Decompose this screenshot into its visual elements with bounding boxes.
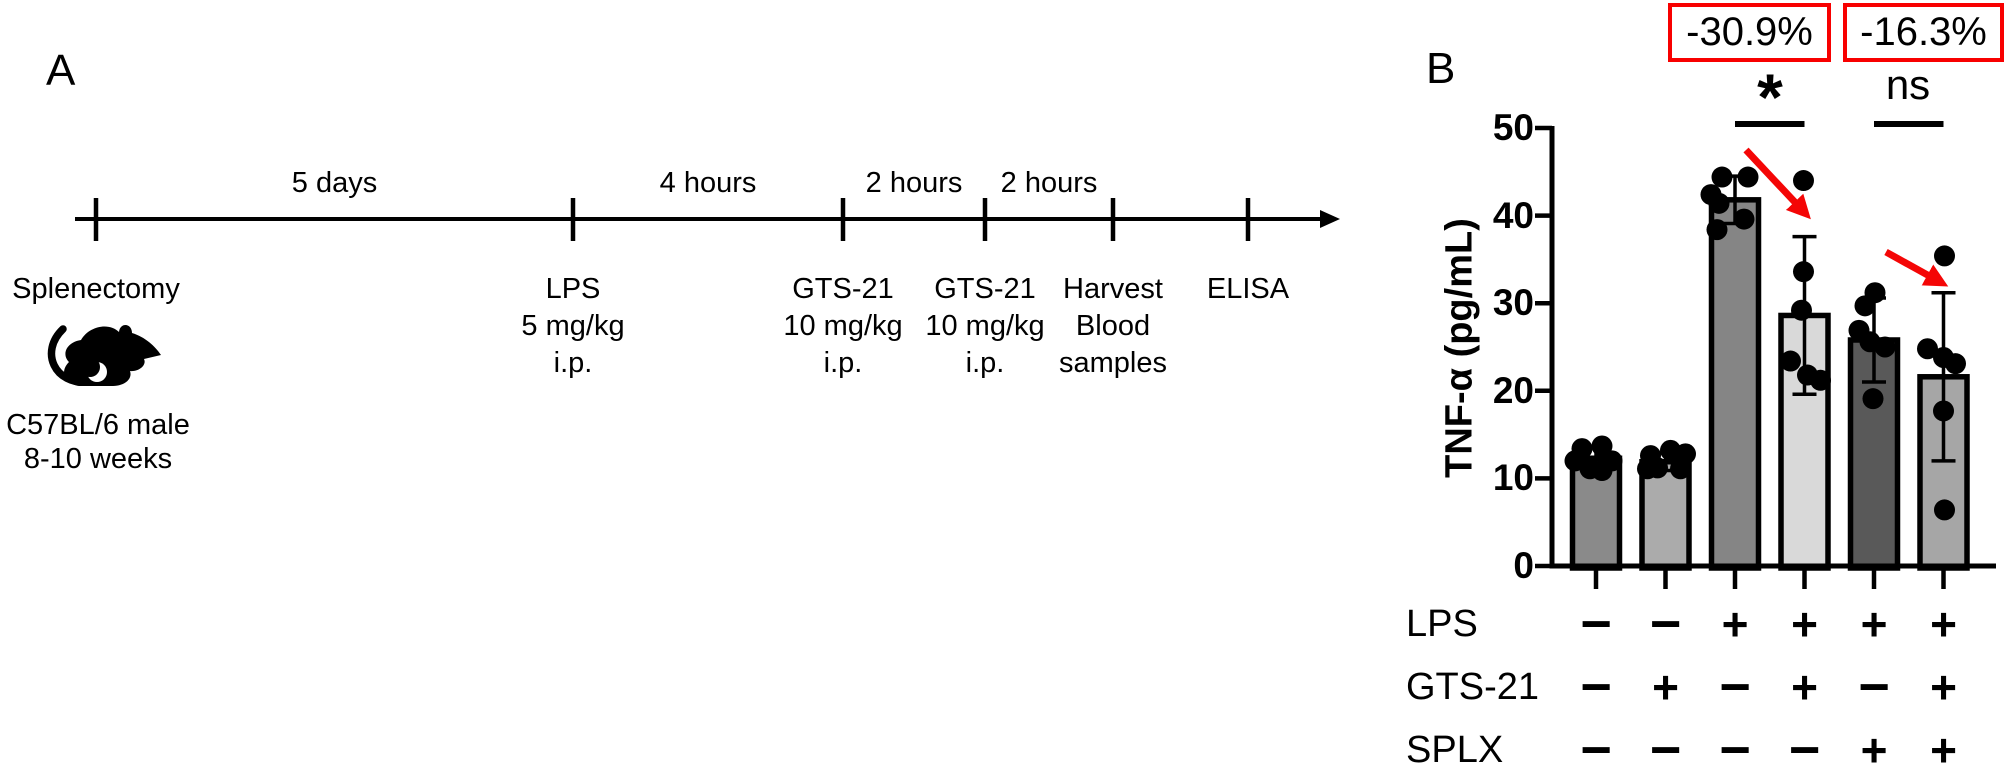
data-point-dot	[1708, 192, 1730, 214]
timeline-event-line: 5 mg/kg	[521, 310, 625, 342]
data-point-dot	[1793, 261, 1814, 283]
timeline-event-label-4: GTS-21 10 mg/kg i.p.	[925, 271, 1044, 382]
condition-symbol-gts-21-4: +	[1791, 661, 1818, 713]
timeline-event-label-3: GTS-21 10 mg/kg i.p.	[783, 271, 902, 382]
condition-row-label-lps: LPS	[1406, 603, 1478, 645]
condition-symbol-lps-6: +	[1930, 598, 1957, 650]
timeline-event-line: LPS	[545, 273, 601, 305]
condition-symbol-splx-3: −	[1719, 720, 1751, 766]
y-tick-label-40: 40	[1492, 194, 1534, 236]
data-point-dot	[1933, 400, 1954, 422]
timeline-event-line: i.p.	[553, 347, 593, 379]
data-point-dot	[1934, 499, 1955, 521]
bar-3	[1708, 197, 1762, 571]
data-point-dot	[1711, 166, 1733, 188]
timeline-event-label-2: LPS 5 mg/kg i.p.	[521, 271, 624, 382]
condition-symbol-splx-4: −	[1788, 720, 1821, 766]
data-point-dot	[1934, 245, 1955, 267]
y-tick-label-50: 50	[1492, 107, 1534, 148]
mouse-age-caption: 8-10 weeks	[23, 443, 173, 475]
condition-row-label-gts-21: GTS-21	[1406, 666, 1540, 708]
timeline-event-line: ELISA	[1206, 273, 1290, 305]
reduction-arrow-icon-1	[1743, 147, 1811, 220]
data-point-dot	[1945, 353, 1966, 375]
significance-asterisk: *	[1757, 60, 1783, 134]
mouse-silhouette-icon	[47, 324, 161, 386]
significance-ns: ns	[1885, 61, 1931, 108]
condition-symbol-gts-21-2: +	[1652, 661, 1679, 713]
condition-symbol-lps-5: +	[1860, 598, 1888, 650]
timeline-event-line: 10 mg/kg	[925, 310, 1045, 342]
timeline-interval-label-1: 5 days	[291, 167, 378, 199]
data-point-dot	[1791, 299, 1812, 321]
mouse-strain-caption: C57BL/6 male	[6, 409, 190, 441]
timeline-event-line: Harvest	[1063, 273, 1163, 305]
data-point-dot	[1917, 338, 1938, 360]
condition-symbol-splx-1: −	[1580, 720, 1612, 766]
data-point-dot	[1793, 170, 1814, 192]
condition-symbol-gts-21-3: −	[1719, 657, 1751, 717]
condition-symbol-splx-2: −	[1649, 720, 1682, 766]
condition-symbol-gts-21-5: −	[1858, 657, 1890, 717]
y-tick-label-0: 0	[1513, 545, 1534, 586]
timeline-event-label-6: ELISA	[1207, 271, 1289, 308]
data-point-dot	[1810, 369, 1831, 391]
data-point-dot	[1591, 435, 1613, 457]
data-point-dot	[1854, 295, 1876, 317]
timeline-interval-label-2: 4 hours	[659, 167, 757, 199]
timeline-event-line: GTS-21	[934, 273, 1036, 305]
condition-row-label-splx: SPLX	[1406, 729, 1504, 766]
data-point-dot	[1670, 458, 1691, 480]
timeline-event-line: GTS-21	[792, 273, 894, 305]
timeline-event-line: i.p.	[823, 347, 863, 379]
reduction-badge-1: -30.9%	[1668, 3, 1831, 62]
timeline-event-label-1: Splenectomy	[12, 271, 180, 308]
mouse-body	[64, 324, 161, 386]
y-tick-label-30: 30	[1492, 282, 1534, 324]
timeline-event-line: Splenectomy	[12, 273, 180, 305]
timeline-event-line: Blood	[1075, 310, 1151, 342]
y-axis-title: TNF-α (pg/mL)	[1438, 218, 1481, 478]
y-tick-label-10: 10	[1492, 457, 1534, 499]
data-point-dot	[1591, 460, 1613, 482]
data-point-dot	[1737, 166, 1759, 188]
condition-symbol-lps-2: −	[1649, 594, 1682, 654]
timeline-event-line: i.p.	[965, 347, 1005, 379]
data-point-dot	[1862, 388, 1884, 410]
condition-symbol-lps-4: +	[1791, 598, 1818, 650]
reduction-badge-1-text: -30.9%	[1686, 10, 1813, 54]
data-point-dot	[1780, 350, 1801, 372]
data-point-dot	[1733, 208, 1755, 230]
y-tick-label-20: 20	[1492, 369, 1534, 411]
timeline-interval-label-4: 2 hours	[1000, 167, 1098, 199]
condition-symbol-splx-5: +	[1860, 724, 1888, 766]
timeline-arrowhead-icon	[1320, 210, 1340, 228]
timeline-event-line: samples	[1059, 347, 1167, 379]
bar-5	[1847, 337, 1901, 571]
condition-symbol-splx-6: +	[1930, 724, 1957, 766]
mouse-leg-cover	[80, 357, 100, 377]
panel-b-label: B	[1426, 44, 1456, 93]
condition-symbol-lps-3: +	[1721, 598, 1749, 650]
timeline-interval-label-3: 2 hours	[865, 167, 963, 199]
data-point-dot	[1874, 336, 1896, 358]
reduction-arrow-icon-2	[1884, 248, 1949, 287]
condition-symbol-lps-1: −	[1580, 594, 1612, 654]
panel-a-label: A	[46, 46, 76, 95]
condition-symbol-gts-21-1: −	[1580, 657, 1612, 717]
reduction-badge-2-text: -16.3%	[1860, 10, 1987, 54]
condition-symbol-gts-21-6: +	[1930, 661, 1957, 713]
data-point-dot	[1637, 458, 1658, 480]
data-point-dot	[1706, 219, 1728, 241]
reduction-badge-2: -16.3%	[1843, 3, 2004, 62]
timeline-event-line: 10 mg/kg	[783, 310, 903, 342]
